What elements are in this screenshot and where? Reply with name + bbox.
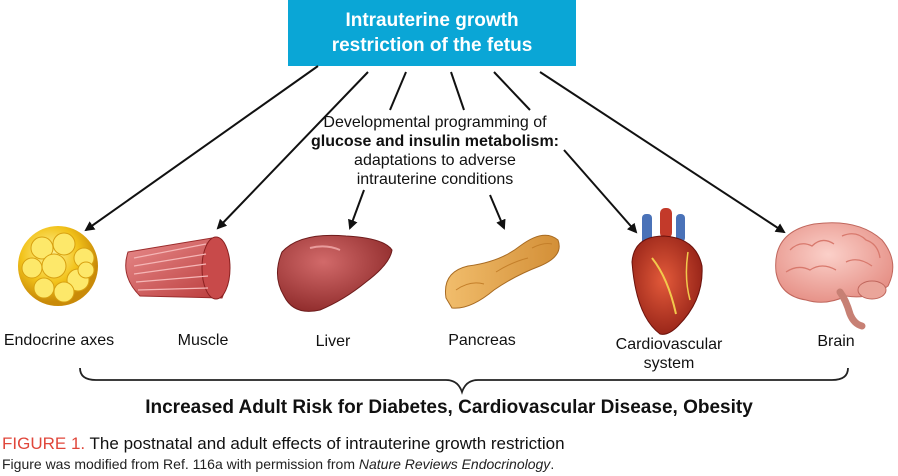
arrow-mid-3	[493, 71, 531, 111]
endocrine-gland-icon	[18, 226, 98, 306]
label-brain: Brain	[817, 333, 855, 350]
programming-text: Developmental programming of glucose and…	[270, 113, 600, 189]
figure-caption-note: Figure was modified from Ref. 116a with …	[2, 456, 554, 472]
label-liver: Liver	[315, 333, 351, 350]
note-prefix: Figure was modified from Ref. 116a with …	[2, 456, 355, 472]
outcome-text: Increased Adult Risk for Diabetes, Cardi…	[145, 397, 753, 418]
heart-icon	[631, 208, 703, 335]
arrow-heart	[563, 149, 638, 234]
arrow-mid-1	[389, 71, 407, 111]
label-pancreas: Pancreas	[448, 332, 516, 349]
programming-line-1: Developmental programming of	[323, 114, 547, 131]
title-box: Intrauterine growth restriction of the f…	[288, 0, 576, 66]
brain-icon	[775, 222, 894, 330]
figure-caption-title: FIGURE 1. The postnatal and adult effect…	[2, 434, 565, 454]
label-cardiovascular-system: Cardiovascular system	[607, 335, 731, 373]
arrow-muscle	[216, 71, 369, 230]
figure-title: The postnatal and adult effects of intra…	[89, 434, 565, 453]
note-suffix: .	[550, 456, 555, 472]
programming-line-2: glucose and insulin metabolism:	[310, 133, 560, 150]
label-muscle: Muscle	[177, 332, 229, 349]
label-cardiovascular-line-2: system	[643, 355, 695, 372]
title-line-2: restriction of the fetus	[331, 35, 533, 56]
programming-line-4: intrauterine conditions	[356, 171, 514, 188]
muscle-icon	[125, 236, 231, 300]
arrow-liver	[348, 189, 365, 230]
label-endocrine-axes: Endocrine axes	[3, 332, 115, 349]
arrow-endocrine	[84, 65, 319, 232]
pancreas-icon	[444, 234, 560, 309]
grouping-bracket	[79, 367, 849, 395]
arrow-pancreas	[489, 194, 506, 230]
note-source: Nature Reviews Endocrinology	[358, 456, 551, 472]
label-cardiovascular-line-1: Cardiovascular	[615, 336, 723, 353]
figure-label: FIGURE 1.	[2, 434, 86, 453]
arrows	[84, 65, 786, 234]
arrow-brain	[539, 71, 786, 234]
arrow-mid-2	[450, 71, 465, 111]
programming-line-3: adaptations to adverse	[354, 152, 516, 169]
liver-icon	[277, 234, 393, 312]
title-line-1: Intrauterine growth	[345, 10, 519, 31]
